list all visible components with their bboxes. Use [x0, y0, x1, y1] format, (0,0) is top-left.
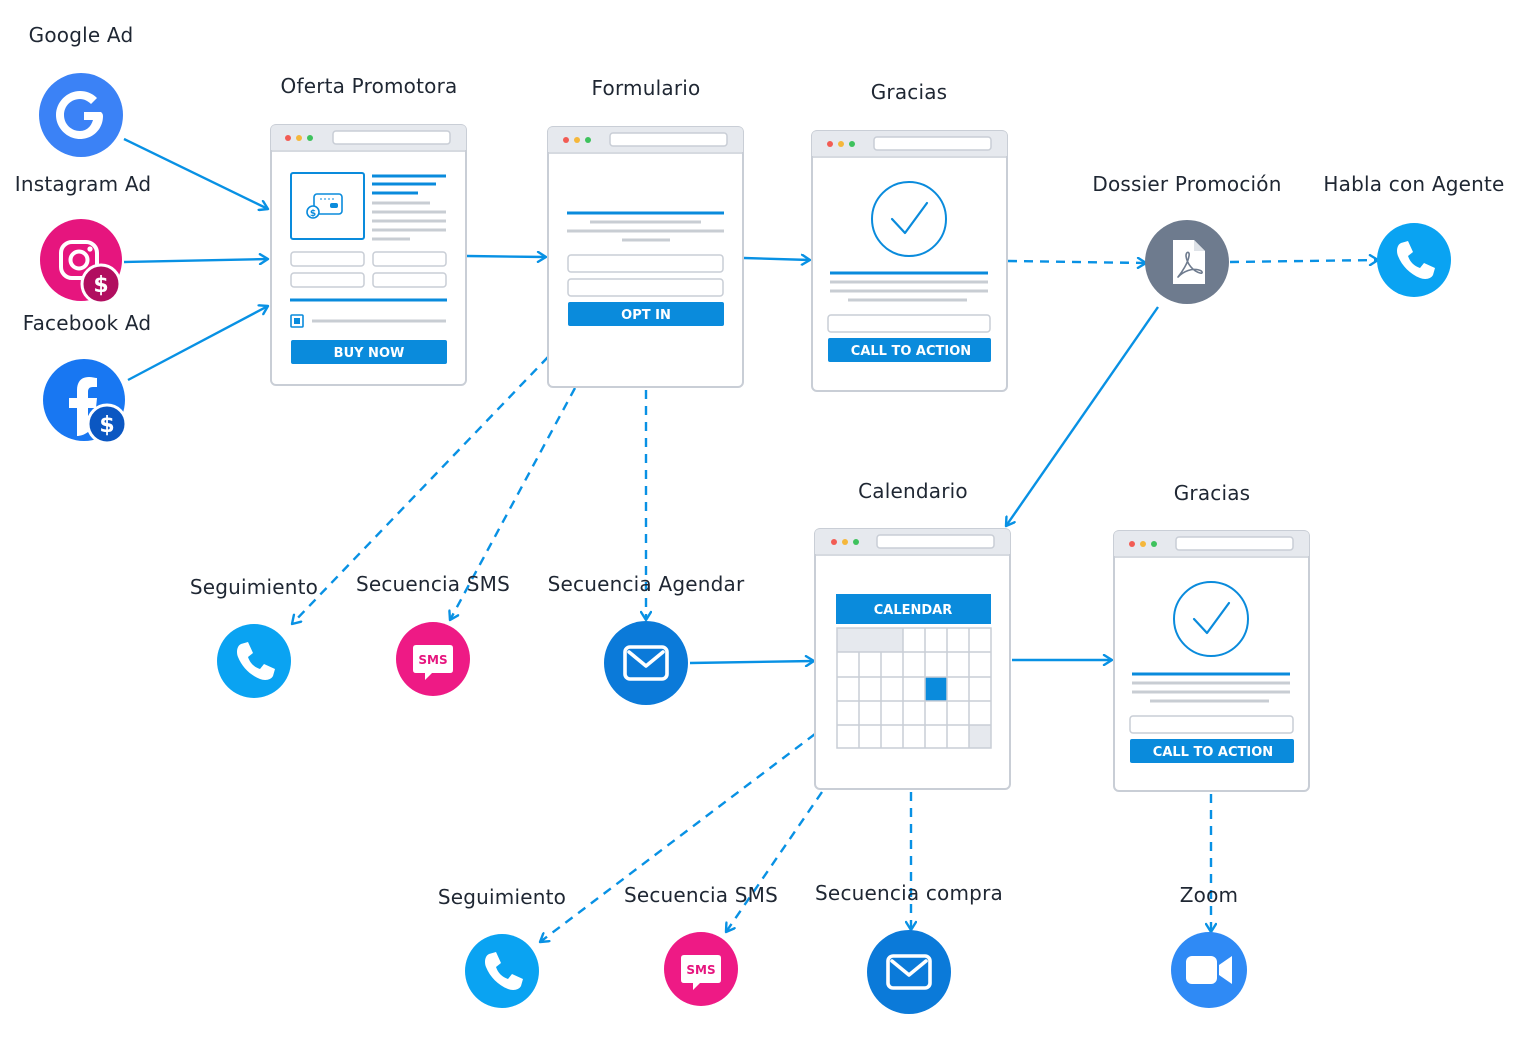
calendar-grid: [836, 627, 992, 749]
call-to-action-button[interactable]: [828, 338, 991, 362]
svg-text:$: $: [99, 413, 114, 438]
label-oferta-promotora: Oferta Promotora: [280, 74, 458, 98]
secuencia-agendar-node[interactable]: [604, 621, 688, 705]
label-facebook-ad: Facebook Ad: [22, 311, 152, 335]
edge-calendario-to-sms2: [726, 791, 823, 932]
label-google-ad: Google Ad: [28, 23, 134, 47]
instagram-ad-node[interactable]: $: [40, 219, 122, 305]
secuencia-compra-node[interactable]: [867, 930, 951, 1014]
page-calendario[interactable]: CALENDAR: [814, 528, 1011, 790]
sms-badge-label: SMS: [686, 963, 715, 977]
zoom-node[interactable]: [1171, 932, 1247, 1008]
edge-agendar-to-calendario: [689, 661, 814, 663]
label-gracias-2: Gracias: [1173, 481, 1251, 505]
edge-oferta-to-formulario: [466, 256, 546, 257]
secuencia-sms-1-node[interactable]: SMS: [396, 622, 470, 696]
label-instagram-ad: Instagram Ad: [14, 172, 152, 196]
label-seguimiento-1: Seguimiento: [189, 575, 319, 599]
label-dossier-promocion: Dossier Promoción: [1092, 172, 1282, 196]
label-calendario: Calendario: [858, 479, 968, 503]
facebook-ad-node[interactable]: $: [43, 359, 128, 445]
sms-badge-label: SMS: [418, 653, 447, 667]
google-ad-node[interactable]: [39, 73, 123, 157]
dollar-badge-icon: [80, 263, 122, 305]
seguimiento-2-node[interactable]: [465, 934, 539, 1008]
page-oferta-promotora[interactable]: $ BUY NOW: [270, 124, 467, 386]
call-to-action-label: CALL TO ACTION: [1153, 745, 1273, 760]
google-g-icon: [39, 73, 123, 157]
page-gracias-1[interactable]: CALL TO ACTION: [811, 130, 1008, 392]
edge-dossier-to-calendario: [1006, 306, 1159, 526]
phone-icon: [1377, 223, 1451, 297]
label-secuencia-sms-1: Secuencia SMS: [355, 572, 511, 596]
edge-formulario-to-sms1: [450, 387, 577, 620]
call-to-action-button[interactable]: [1130, 739, 1294, 763]
label-formulario: Formulario: [591, 76, 701, 100]
phone-icon: [217, 624, 291, 698]
calendar-header-label: CALENDAR: [874, 603, 953, 618]
dollar-badge-icon: [86, 403, 128, 445]
edge-calendario-to-seguimiento2: [540, 733, 816, 942]
label-secuencia-agendar: Secuencia Agendar: [547, 572, 745, 596]
secuencia-sms-2-node[interactable]: SMS: [664, 932, 738, 1006]
label-seguimiento-2: Seguimiento: [437, 885, 567, 909]
calendar-header: [836, 594, 991, 624]
page-gracias-2[interactable]: CALL TO ACTION: [1113, 530, 1310, 792]
label-habla-con-agente: Habla con Agente: [1323, 172, 1505, 196]
envelope-icon: [604, 621, 688, 705]
label-zoom: Zoom: [1179, 883, 1239, 907]
buy-now-button[interactable]: [291, 340, 447, 364]
call-to-action-label: CALL TO ACTION: [851, 344, 971, 359]
checkmark-icon: [871, 181, 947, 257]
envelope-icon: [867, 930, 951, 1014]
label-secuencia-sms-2: Secuencia SMS: [623, 883, 779, 907]
label-gracias-1: Gracias: [870, 80, 948, 104]
dossier-promocion-node[interactable]: [1145, 220, 1229, 304]
buy-now-label: BUY NOW: [334, 346, 405, 361]
edge-instagram-to-oferta: [123, 259, 268, 262]
phone-icon: [465, 934, 539, 1008]
page-formulario[interactable]: OPT IN: [547, 126, 744, 388]
edge-google-to-oferta: [123, 137, 268, 209]
edge-formulario-to-gracias: [743, 258, 810, 260]
seguimiento-1-node[interactable]: [217, 624, 291, 698]
svg-text:$: $: [93, 273, 108, 298]
edge-facebook-to-oferta: [127, 306, 268, 382]
habla-con-agente-node[interactable]: [1377, 223, 1451, 297]
edges: [123, 137, 1378, 942]
edge-formulario-to-seguimiento1: [292, 356, 549, 624]
checkmark-icon: [1173, 581, 1249, 657]
label-secuencia-compra: Secuencia compra: [815, 881, 1003, 905]
edge-dossier-to-agente: [1229, 260, 1378, 262]
opt-in-label: OPT IN: [621, 308, 671, 323]
edge-gracias-to-dossier: [1007, 261, 1146, 263]
svg-text:$: $: [310, 209, 316, 219]
opt-in-button[interactable]: [568, 302, 724, 326]
